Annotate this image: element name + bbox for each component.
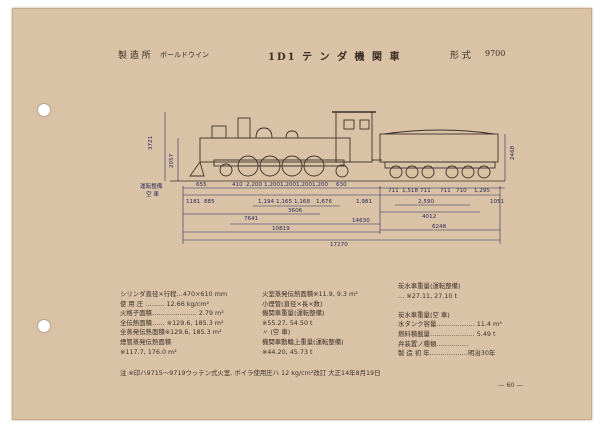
dim-10819: 10819: [272, 226, 290, 232]
spec-column-2: 火室蒸発伝熱面積※11.9, 9.3 m² 小煙管(直径×長×数) 機関車重量(…: [262, 290, 358, 357]
dim-upper-7: 1,200: [312, 182, 328, 188]
dim-upper-5: 1,200: [280, 182, 296, 188]
dim-3606: 3606: [288, 208, 303, 214]
dim-upper-10: 1,518: [402, 188, 418, 194]
spec-water-tank: 水タンク容量……………… 11.4 m³: [398, 320, 502, 329]
model-label: 形 式: [450, 51, 471, 61]
dim-tender-height: 2468: [510, 145, 516, 160]
dim-lower-1194: 1,194: [258, 199, 274, 205]
dim-lower-2590: 2,590: [418, 199, 434, 205]
dim-lower-1168: 1,168: [294, 199, 310, 205]
dim-upper-9: 711: [388, 188, 399, 194]
binder-hole-top: [37, 103, 51, 117]
spec-driver-weight-value: ※44.20, 45.73 t: [262, 347, 313, 356]
dim-lower-1981: 1,981: [356, 199, 372, 205]
maker-name: ボールドウイン: [160, 51, 209, 59]
dimension-lines: [164, 112, 506, 244]
dim-1051: 1051: [490, 199, 505, 205]
dim-upper-13: 710: [456, 188, 467, 194]
dim-17270: 17270: [330, 242, 348, 248]
locomotive-side-view: [170, 111, 505, 182]
dim-6248: 6248: [432, 224, 447, 230]
dim-upper-12: 711: [440, 188, 451, 194]
spec-flue-tube-heating-surface: 煙管蒸発伝熱面積: [120, 337, 172, 346]
dim-upper-1: 655: [196, 182, 207, 188]
spec-column-1: シリンダ直径×行程…470×610 mm 使 用 圧 ……… 12.66 kg/…: [120, 290, 227, 357]
page-number: — 60 —: [498, 381, 523, 389]
spec-firebox-heating-surface: 火室蒸発伝熱面積※11.9, 9.3 m²: [262, 290, 358, 298]
dim-lower-1676: 1,676: [316, 199, 332, 205]
spec-driver-weight-label: 機関車動輪上重量(運転整備): [262, 337, 344, 346]
dim-885: 885: [204, 199, 215, 205]
dim-boiler-height: 2057: [169, 153, 175, 168]
dim-lower-1165: 1,165: [276, 199, 292, 205]
dim-upper-6: 1,200: [296, 182, 312, 188]
spec-tender-weight-value: … ※27.11, 27.10 t: [398, 291, 457, 300]
left-note-2: 空 車: [146, 190, 159, 198]
binder-hole-bottom: [37, 319, 51, 333]
spec-grate-area: 火格子面積………………… 2.79 m²: [120, 309, 224, 318]
dim-4012: 4012: [422, 214, 436, 220]
dim-1181: 1181: [186, 199, 201, 205]
dim-upper-8: 630: [336, 182, 347, 188]
spec-tender-empty-weight: 炭水車重量(空 車): [398, 310, 450, 319]
dim-upper-14: 1,295: [474, 188, 490, 194]
dim-upper-11: 711: [420, 188, 431, 194]
spec-loco-weight-value: ※55.27, 54.50 t: [262, 318, 313, 327]
locomotive-type-title: 1D1 テ ン ダ 機 関 車: [268, 52, 402, 63]
dim-14630: 14630: [352, 218, 370, 224]
dim-upper-3: 2,200: [246, 182, 262, 188]
spec-pressure: 使 用 圧 ……… 12.66 kg/cm²: [120, 299, 210, 308]
dimension-labels: 3721 2057 2468 運転整備 空 車 655 410 2,200 1,…: [140, 135, 516, 248]
spec-total-heating-surface: 全伝熱面積…… ※129.6, 185.3 m²: [120, 318, 224, 327]
dim-7641: 7641: [244, 216, 259, 222]
spec-loco-weight-label: 機関車重量(運転整備): [262, 309, 325, 318]
dim-total-height: 3721: [148, 135, 154, 150]
footnote: 注 ※印ハ9715〜9719ウッテン式火室, ボイラ使用圧ハ 12 kg/cm²…: [120, 369, 381, 377]
spec-first-year: 製 造 初 年………………明治30年: [398, 349, 496, 358]
spec-tender-weight-label: 炭水車重量(運転整備): [398, 282, 461, 290]
spec-fuel-capacity: 燃料積載量………………… 5.49 t: [398, 329, 496, 338]
dim-upper-2: 410: [232, 182, 243, 188]
spec-loco-empty-weight: 〃 (空 車): [262, 328, 291, 337]
dim-upper-4: 1,200: [264, 182, 280, 188]
maker-label: 製 造 所: [118, 51, 151, 61]
spec-cylinder: シリンダ直径×行程…470×610 mm: [120, 290, 228, 298]
spec-small-tubes: 小煙管(直径×長×数): [262, 299, 323, 308]
spec-valve-gear: 弁装置ノ種類……………: [398, 339, 469, 348]
spec-column-3: 炭水車重量(運転整備) … ※27.11, 27.10 t 炭水車重量(空 車)…: [398, 282, 502, 359]
spec-evaporative-heating-surface: 全蒸発伝熱面積※129.6, 185.3 m²: [120, 328, 222, 337]
spec-flue-tube-value: ※117.7, 176.0 m²: [120, 347, 177, 356]
left-note-1: 運転整備: [140, 182, 163, 190]
spec-spacer: [398, 301, 502, 311]
model-number: 9700: [485, 49, 506, 58]
